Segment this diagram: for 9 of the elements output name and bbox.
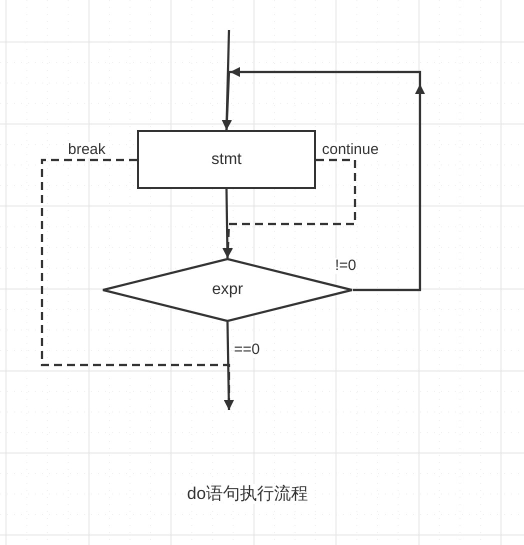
- arrow: [222, 67, 425, 292]
- edge-label: continue: [322, 142, 379, 158]
- dashed-arrow: [40, 158, 234, 410]
- edge-label: break: [68, 142, 106, 158]
- process-box: stmt: [137, 130, 316, 189]
- edge-label: ==0: [234, 342, 260, 358]
- dashed-arrow: [222, 158, 356, 258]
- caption: do语句执行流程: [187, 484, 308, 504]
- arrow: [222, 30, 232, 130]
